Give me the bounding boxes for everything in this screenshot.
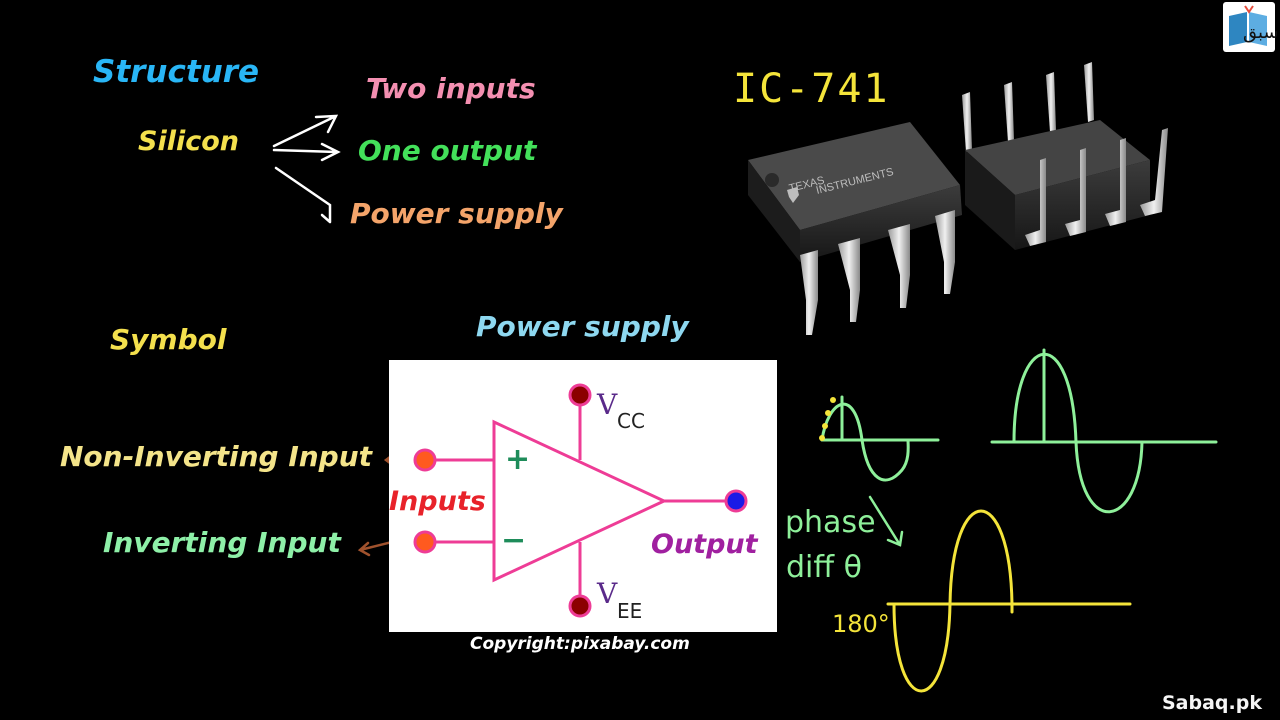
branch-two-inputs: Two inputs	[366, 72, 536, 105]
power-supply-heading: Power supply	[476, 310, 689, 343]
non-inverting-input-label: Non-Inverting Input	[60, 440, 373, 473]
opamp-symbol-diagram: + − V CC V EE Inputs Output	[389, 360, 777, 632]
vcc-terminal	[568, 383, 592, 407]
book-icon	[1229, 5, 1267, 46]
logo-text: سبق	[1243, 22, 1279, 43]
sabaq-logo: سبق	[1223, 2, 1279, 52]
vcc-label-sub: CC	[617, 409, 645, 433]
opamp-symbol: + − V CC V EE Inputs Output	[389, 383, 759, 623]
vee-label-sub: EE	[617, 599, 642, 623]
output-terminal	[724, 489, 748, 513]
diff-theta-note: diff θ	[786, 550, 862, 585]
copyright-text: Copyright:pixabay.com	[470, 634, 690, 654]
opamp-triangle	[492, 419, 668, 583]
arrow-to-power-supply	[274, 166, 332, 224]
small-input-wave	[820, 402, 910, 482]
inverting-terminal	[413, 530, 437, 554]
ic-chip-front: TEXAS INSTRUMENTS	[748, 122, 962, 335]
arrow-to-one-output	[272, 142, 341, 162]
site-brand[interactable]: Sabaq.pk	[1162, 692, 1262, 714]
vee-label-v: V	[596, 577, 618, 610]
ic-name-label: IC-741	[733, 66, 890, 112]
phase-note: phase	[785, 505, 876, 540]
vee-terminal	[568, 594, 592, 618]
large-output-wave	[1012, 352, 1144, 514]
phase-arrow	[868, 495, 904, 547]
output-label: Output	[651, 529, 759, 560]
branch-power-supply: Power supply	[350, 197, 563, 230]
ic-chip-back	[962, 62, 1168, 250]
structure-heading: Structure	[93, 54, 260, 90]
branch-one-output: One output	[358, 134, 537, 167]
arrow-to-two-inputs	[272, 114, 339, 148]
phase-shifted-wave	[892, 509, 1014, 693]
plus-sign: +	[505, 442, 530, 477]
silicon-label: Silicon	[138, 126, 239, 157]
angle-note: 180°	[832, 610, 890, 638]
non-inverting-terminal	[413, 448, 437, 472]
vcc-label-v: V	[596, 388, 618, 421]
ti-logo-icon	[787, 187, 799, 203]
inverting-input-label: Inverting Input	[103, 526, 341, 559]
minus-sign: −	[501, 523, 526, 558]
symbol-heading: Symbol	[110, 323, 227, 356]
inputs-label: Inputs	[389, 486, 486, 517]
